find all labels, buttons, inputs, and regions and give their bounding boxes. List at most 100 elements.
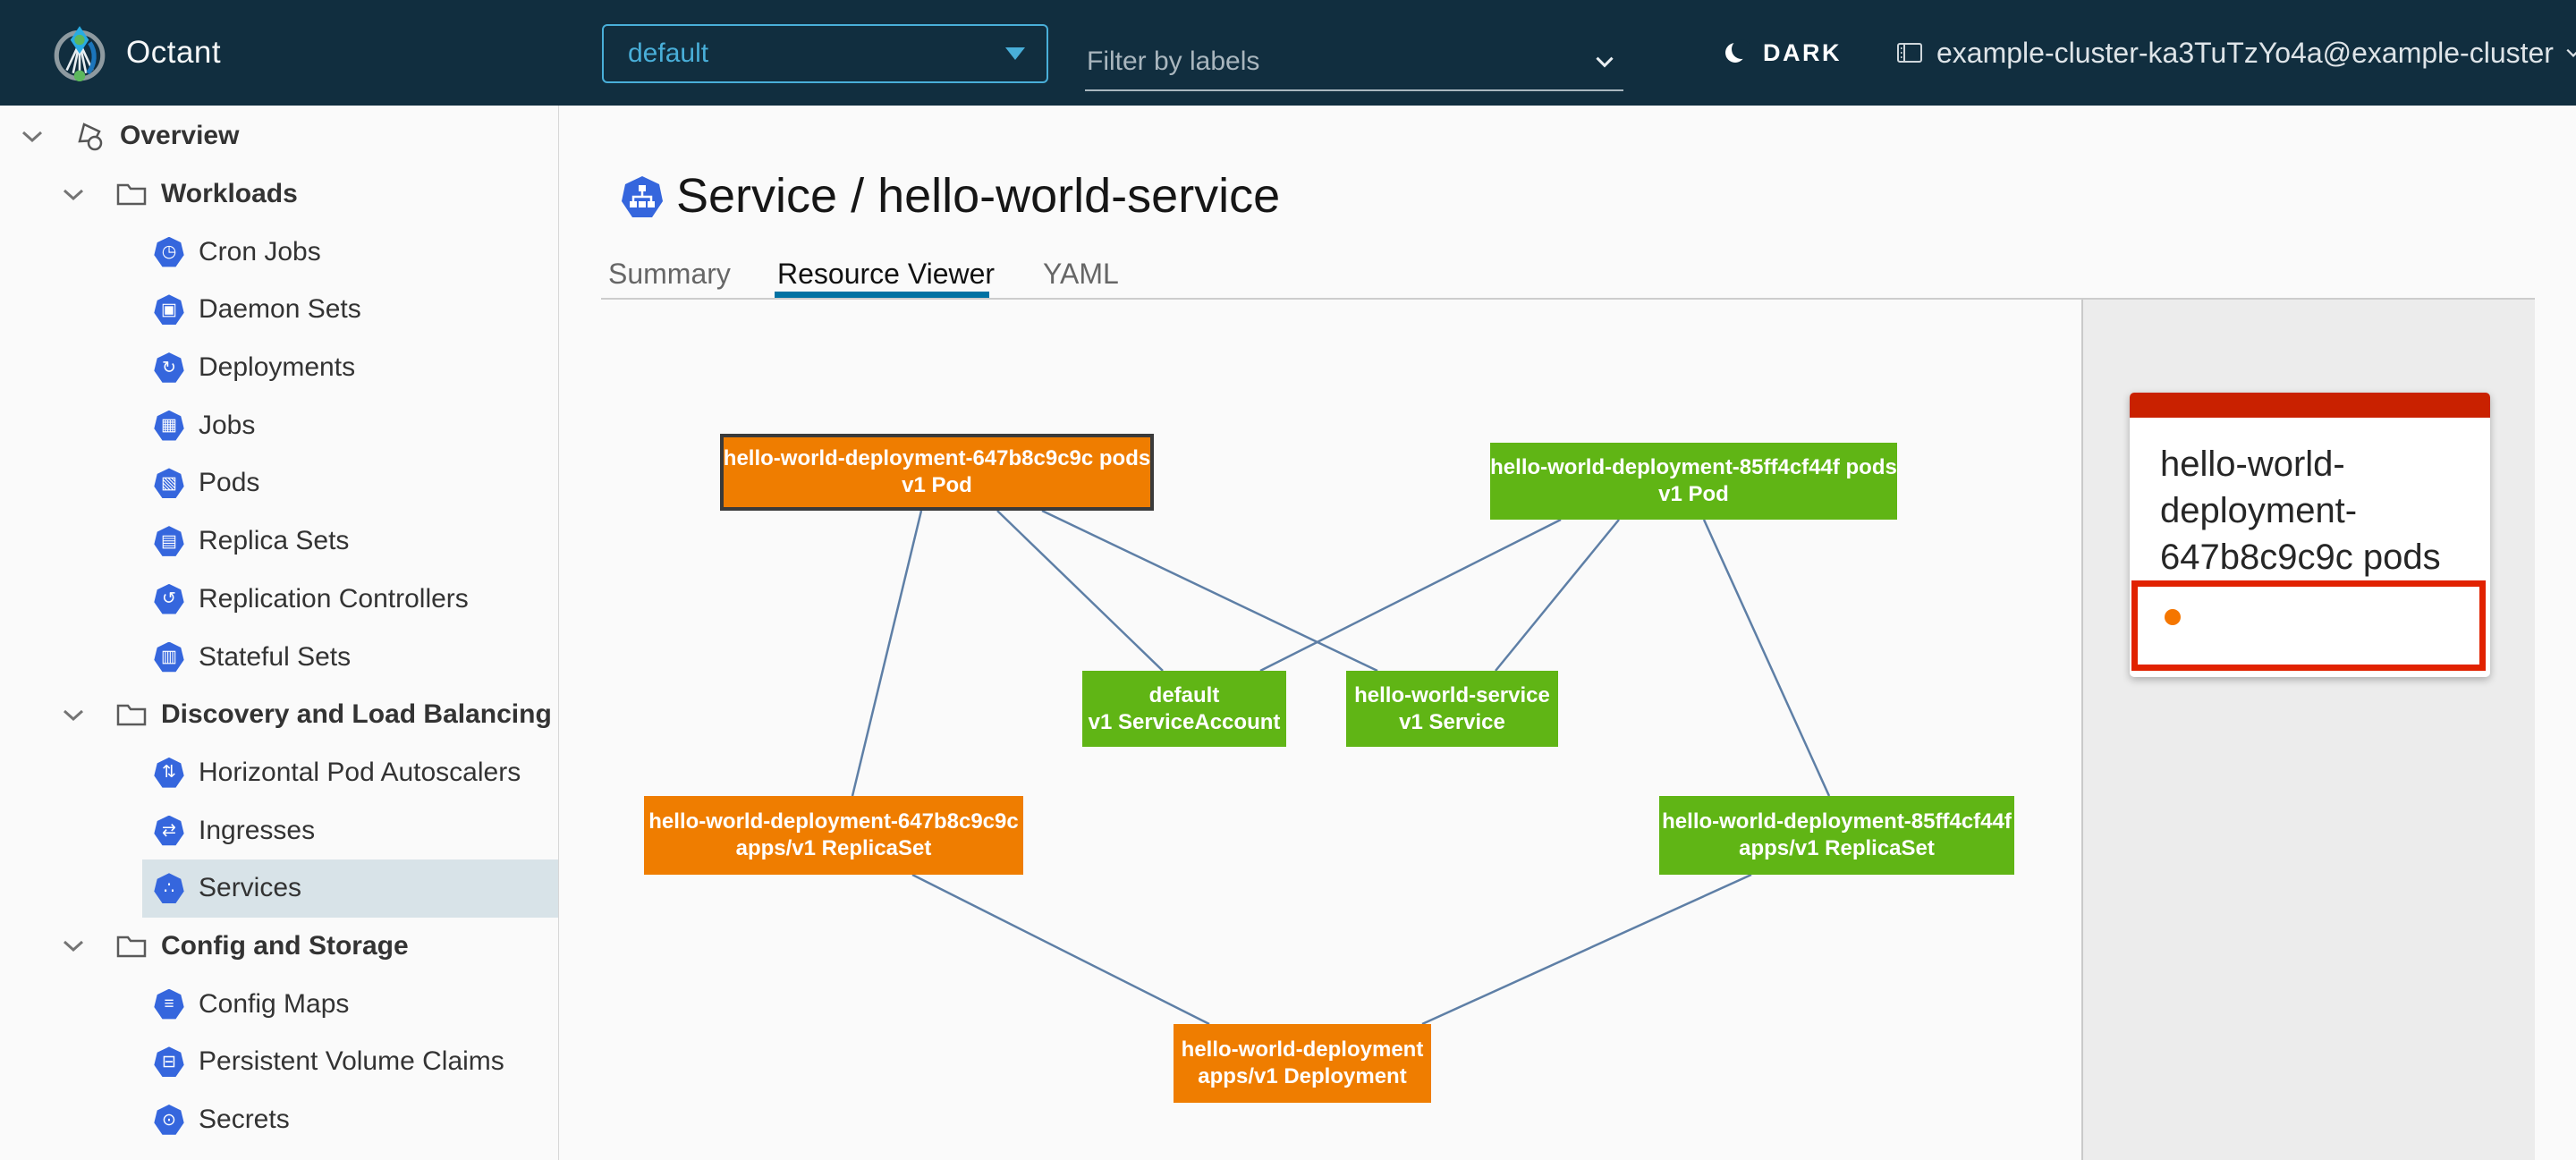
sidebar-item-label: Secrets	[199, 1105, 290, 1135]
node-sub-label: v1 Service	[1399, 709, 1505, 734]
sidebar-nav: Overview Workloads ◷ Cron Jobs ▣ Daemon …	[0, 106, 559, 1160]
app-header: Octant default Filter by labels DARK exa…	[0, 0, 2576, 106]
sidebar-item-replication-controllers[interactable]: ↺ Replication Controllers	[0, 571, 558, 629]
jobs-icon: ▦	[154, 410, 184, 441]
sidebar-item-label: Replication Controllers	[199, 583, 469, 614]
resource-graph-canvas[interactable]: hello-world-deployment-647b8c9c9c pods v1…	[559, 300, 2081, 1160]
sidebar-item-replica-sets[interactable]: ▤ Replica Sets	[0, 512, 558, 571]
objects-icon	[78, 123, 103, 151]
octant-logo-icon	[54, 26, 106, 81]
sidebar-item-label: Jobs	[199, 410, 256, 440]
sidebar-item-secrets[interactable]: ⊙ Secrets	[0, 1091, 558, 1149]
sidebar-item-overview[interactable]: Overview	[0, 107, 558, 165]
dark-theme-toggle[interactable]: DARK	[1723, 0, 1842, 106]
node-sub-label: apps/v1 ReplicaSet	[1739, 836, 1935, 860]
node-label: hello-world-service	[1354, 682, 1550, 707]
sidebar-item-label: Daemon Sets	[199, 294, 361, 325]
sidebar-item-label: Ingresses	[199, 815, 316, 845]
sidebar-item-persistent-volume-claims[interactable]: ⊟ Persistent Volume Claims	[0, 1033, 558, 1091]
node-label: hello-world-deployment-647b8c9c9c pods	[723, 446, 1151, 470]
secrets-icon: ⊙	[154, 1105, 184, 1135]
chevron-down-icon[interactable]	[63, 188, 84, 201]
pod-status-selection[interactable]	[2131, 580, 2486, 671]
node-sub-label: v1 Pod	[1658, 482, 1729, 506]
chevron-down-icon[interactable]	[21, 130, 43, 143]
sidebar-item-label: Persistent Volume Claims	[199, 1046, 504, 1077]
pvc-icon: ⊟	[154, 1046, 184, 1078]
tab-yaml[interactable]: YAML	[1043, 258, 1119, 290]
cronjobs-icon: ◷	[154, 236, 184, 267]
sidebar-item-label: Deployments	[199, 352, 356, 383]
namespace-selector[interactable]: default	[602, 24, 1048, 83]
node-label: hello-world-deployment-85ff4cf44f	[1662, 809, 2012, 834]
sidebar-item-services[interactable]: ∴ Services	[0, 859, 558, 918]
sidebar-group-label: Discovery and Load Balancing	[161, 699, 552, 730]
statefulsets-icon: ▥	[154, 641, 184, 673]
sidebar-item-stateful-sets[interactable]: ▥ Stateful Sets	[0, 628, 558, 686]
chevron-down-icon	[2566, 48, 2576, 57]
sidebar-item-ingresses[interactable]: ⇄ Ingresses	[0, 801, 558, 859]
tabs-divider	[601, 298, 2535, 300]
sidebar-group-discovery-and-load-balancing[interactable]: Discovery and Load Balancing	[0, 686, 558, 744]
sidebar-item-pods[interactable]: ▧ Pods	[0, 454, 558, 512]
replicationcontrollers-icon: ↺	[154, 583, 184, 614]
detail-panel: hello-world-deployment-647b8c9c9c pods	[2081, 300, 2535, 1160]
daemonsets-icon: ▣	[154, 294, 184, 326]
folder-icon	[116, 183, 147, 206]
card-status-bar	[2130, 393, 2490, 418]
node-sub-label: apps/v1 ReplicaSet	[735, 836, 932, 860]
page-title: Service / hello-world-service	[676, 169, 1281, 223]
active-tab-underline	[775, 292, 989, 299]
service-icon	[622, 176, 663, 217]
sidebar-item-label: Pods	[199, 468, 260, 498]
chevron-down-icon[interactable]	[63, 708, 84, 722]
sidebar-item-daemon-sets[interactable]: ▣ Daemon Sets	[0, 281, 558, 339]
dark-toggle-label: DARK	[1763, 38, 1842, 66]
node-label: hello-world-deployment-85ff4cf44f pods	[1490, 455, 1897, 479]
node-label: hello-world-deployment-647b8c9c9c	[648, 809, 1019, 834]
chevron-down-icon	[1596, 56, 1614, 68]
namespace-selected-value: default	[628, 38, 709, 68]
node-label: hello-world-deployment	[1181, 1037, 1424, 1062]
chevron-down-icon[interactable]	[63, 939, 84, 953]
node-label: default	[1148, 682, 1220, 707]
sidebar-group-label: Config and Storage	[161, 930, 409, 961]
sidebar-group-workloads[interactable]: Workloads	[0, 165, 558, 224]
sidebar-item-label: Replica Sets	[199, 526, 350, 556]
cluster-icon	[1897, 43, 1922, 63]
configmaps-icon: ≡	[154, 988, 184, 1020]
sidebar-item-label: Stateful Sets	[199, 641, 352, 672]
node-sub-label: v1 ServiceAccount	[1088, 709, 1281, 734]
label-filter-placeholder: Filter by labels	[1087, 47, 1260, 76]
dropdown-caret-icon	[1005, 47, 1025, 60]
card-title: hello-world-deployment-647b8c9c9c pods	[2160, 445, 2441, 577]
tab-resource-viewer[interactable]: Resource Viewer	[777, 258, 996, 290]
sidebar-item-config-maps[interactable]: ≡ Config Maps	[0, 975, 558, 1033]
hpa-icon: ⇅	[154, 757, 184, 788]
folder-icon	[116, 936, 147, 958]
sidebar-item-label: Cron Jobs	[199, 236, 321, 267]
tab-summary[interactable]: Summary	[608, 258, 731, 290]
kube-context-selector[interactable]: example-cluster-ka3TuTzYo4a@example-clus…	[1894, 0, 2576, 106]
app-title: Octant	[126, 35, 222, 70]
sidebar-item-cron-jobs[interactable]: ◷ Cron Jobs	[0, 223, 558, 281]
sidebar-item-deployments[interactable]: ↻ Deployments	[0, 339, 558, 397]
sidebar-group-config-and-storage[interactable]: Config and Storage	[0, 918, 558, 976]
node-sub-label: apps/v1 Deployment	[1198, 1064, 1407, 1088]
ingresses-icon: ⇄	[154, 815, 184, 846]
label-filter-input[interactable]: Filter by labels	[1085, 34, 1623, 91]
sidebar-item-label: Overview	[120, 121, 240, 151]
sidebar-item-jobs[interactable]: ▦ Jobs	[0, 396, 558, 454]
pod-status-dot	[2165, 609, 2181, 625]
replicasets-icon: ▤	[154, 526, 184, 556]
sidebar-item-horizontal-pod-autoscalers[interactable]: ⇅ Horizontal Pod Autoscalers	[0, 744, 558, 802]
sidebar-item-label: Horizontal Pod Autoscalers	[199, 757, 521, 787]
graph-node-pod-85f[interactable]: hello-world-deployment-85ff4cf44f pods v1…	[1490, 443, 1897, 520]
